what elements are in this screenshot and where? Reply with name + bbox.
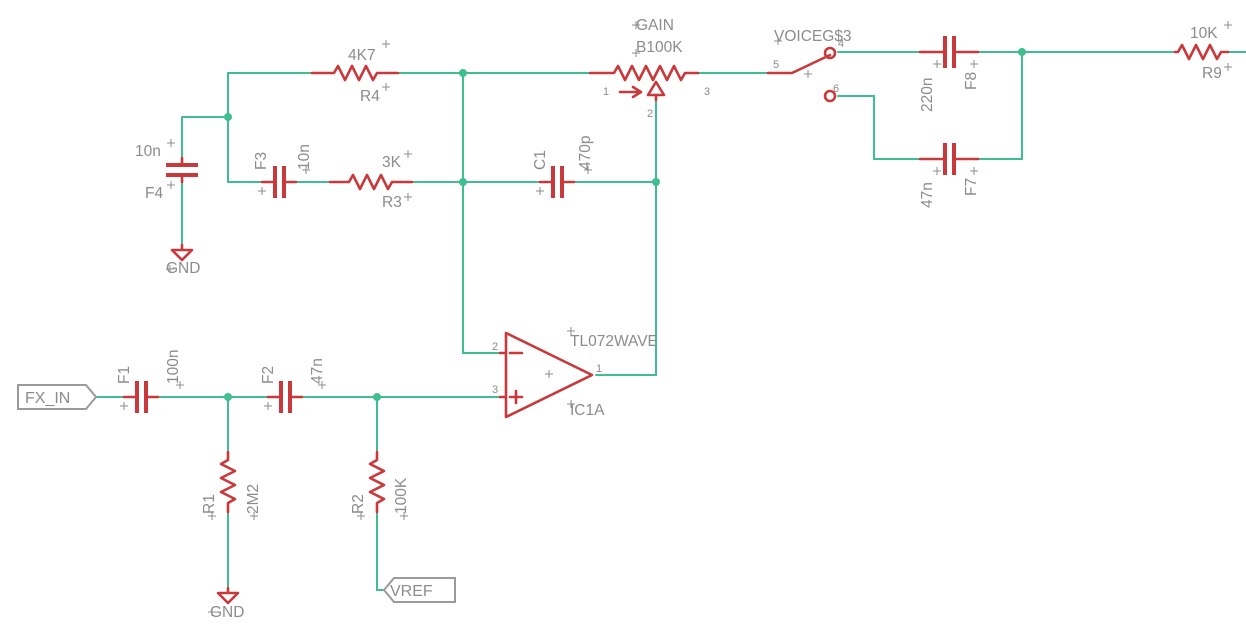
c1-value: 470p xyxy=(577,136,594,170)
f7-name: F7 xyxy=(963,178,980,196)
r9-name: R9 xyxy=(1202,65,1222,82)
r2-name: R2 xyxy=(350,494,367,514)
switch-voice[interactable]: VOICEG$3 4 5 6 xyxy=(766,28,852,103)
vref-label: VREF xyxy=(390,583,433,600)
wire-switch-6 xyxy=(837,95,921,160)
port-fx-in[interactable]: FX_IN xyxy=(17,384,98,410)
f7-value: 47n xyxy=(919,182,936,208)
resistor-r4[interactable]: 4K7 R4 xyxy=(310,40,400,105)
junction-dot xyxy=(1018,48,1026,56)
gain-pin-3: 3 xyxy=(704,86,710,98)
f8-name: F8 xyxy=(963,72,980,90)
junction-dot xyxy=(224,113,232,121)
voice-pin-5: 5 xyxy=(773,59,779,71)
r3-value: 3K xyxy=(382,154,402,171)
voice-pin-6: 6 xyxy=(833,83,839,95)
junction-dot xyxy=(652,178,660,186)
capacitor-f2[interactable]: F2 47n xyxy=(260,358,326,413)
wire-pot-wiper xyxy=(595,99,657,376)
f2-value: 47n xyxy=(309,358,326,384)
opamp-ic1a[interactable]: TL072WAVE IC1A 2 3 1 xyxy=(492,327,658,419)
r3-name: R3 xyxy=(382,194,402,211)
gain-name: GAIN xyxy=(636,17,674,34)
junction-dot xyxy=(373,393,381,401)
wire-feedback-vertical xyxy=(462,72,501,354)
resistor-r3[interactable]: 3K R3 xyxy=(328,150,414,211)
wires xyxy=(95,51,1246,591)
r4-value: 4K7 xyxy=(348,47,376,64)
voice-pin-4: 4 xyxy=(838,38,844,50)
f3-name: F3 xyxy=(253,152,270,170)
ground-symbol-bottom: GND xyxy=(208,586,244,621)
ic1a-name: IC1A xyxy=(570,402,605,419)
potentiometer-gain[interactable]: GAIN B100K 1 2 3 xyxy=(588,17,710,120)
capacitor-f3[interactable]: F3 10n xyxy=(253,144,313,198)
f3-value: 10n xyxy=(296,144,313,170)
ic1a-pin-1: 1 xyxy=(596,363,602,375)
r1-name: R1 xyxy=(201,494,218,514)
resistor-r2[interactable]: R2 100K xyxy=(350,450,410,520)
f2-name: F2 xyxy=(260,366,277,384)
f4-value: 10n xyxy=(135,143,161,160)
capacitor-c1[interactable]: C1 470p xyxy=(532,136,594,198)
r4-name: R4 xyxy=(360,88,380,105)
r9-value: 10K xyxy=(1190,25,1218,42)
c1-name: C1 xyxy=(532,150,549,170)
gnd-label-top: GND xyxy=(166,260,200,277)
fx-in-label: FX_IN xyxy=(25,390,70,407)
wire-f4-top xyxy=(181,116,229,159)
r1-value: 2M2 xyxy=(245,484,262,514)
capacitor-f7[interactable]: 47n F7 xyxy=(918,143,980,208)
capacitor-f8[interactable]: 220n F8 xyxy=(918,36,980,112)
gnd-label-bottom: GND xyxy=(210,604,244,621)
f1-name: F1 xyxy=(116,366,133,384)
wire-r2 xyxy=(376,396,385,591)
r2-value: 100K xyxy=(393,477,410,514)
wire-f7-out xyxy=(977,51,1023,160)
f4-name: F4 xyxy=(145,185,163,202)
junctions xyxy=(224,48,1026,401)
ic1a-pin-2: 2 xyxy=(492,341,498,353)
junction-dot xyxy=(459,69,467,77)
voice-name: VOICEG$3 xyxy=(774,28,852,45)
ground-symbol-top: GND xyxy=(166,243,200,277)
gain-pin-1: 1 xyxy=(603,86,609,98)
resistor-r1[interactable]: R1 2M2 xyxy=(201,450,262,520)
capacitor-f4[interactable]: 10n F4 xyxy=(135,139,198,202)
capacitor-f1[interactable]: F1 100n xyxy=(116,350,184,413)
ic1a-pin-3: 3 xyxy=(492,384,498,396)
gain-value: B100K xyxy=(636,39,683,56)
port-vref[interactable]: VREF xyxy=(382,577,456,603)
resistor-r9[interactable]: 10K R9 xyxy=(1173,21,1232,82)
junction-dot xyxy=(224,393,232,401)
junction-dot xyxy=(459,178,467,186)
f1-value: 100n xyxy=(165,350,182,384)
ic1a-value: TL072WAVE xyxy=(570,333,658,350)
f8-value: 220n xyxy=(919,78,936,112)
gain-pin-2: 2 xyxy=(647,108,653,120)
